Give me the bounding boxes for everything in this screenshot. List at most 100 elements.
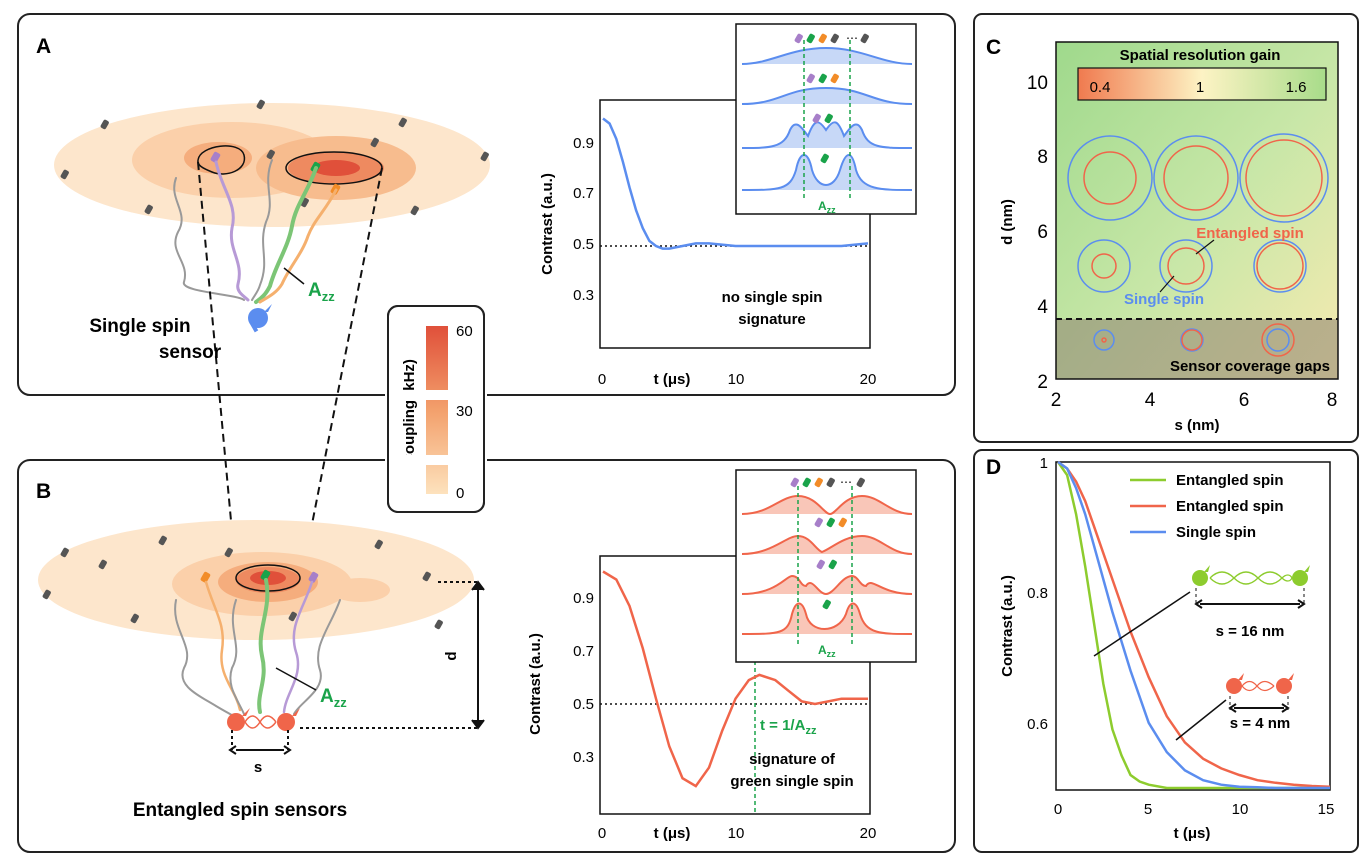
chart-b-ytick-0.9: 0.9 [573,590,594,607]
bath-spins-b [42,535,443,630]
panel-c-letter: C [986,36,1001,59]
chart-b-ytick-0.3: 0.3 [573,749,594,766]
azz-pointer-b [275,667,317,691]
panel-c-xtick-2: 2 [1051,390,1062,411]
label-s4: s = 4 nm [1230,715,1290,732]
colored-spins-b [200,569,319,583]
panel-c-colorbar-tick-1.6: 1.6 [1286,79,1307,96]
entangled-sensors-label: Entangled spin sensors [133,800,347,821]
chart-a-ylabel: Contrast (a.u.) [539,173,556,275]
panel-c-xtick-4: 4 [1145,390,1156,411]
chart-d-xtick-10: 10 [1232,801,1249,818]
chart-a-curve [602,117,869,250]
panel-c-xtick-8: 8 [1327,390,1338,411]
chart-a-xlabel: t (μs) [654,371,691,388]
panel-c-xlabel: s (nm) [1175,417,1220,434]
chart-a-annotation-2: signature [738,311,806,328]
panel-c-label-entangled: Entangled spin [1196,225,1304,242]
chart-d-ylabel: Contrast (a.u.) [999,575,1016,677]
single-pointer [1159,275,1175,293]
chart-b-xlabel: t (μs) [654,825,691,842]
panel-c-ytick-6: 6 [1037,222,1048,243]
chart-b: Contrast (a.u.) 0.9 0.7 0.5 0.3 0 10 20 … [527,555,876,842]
coupling-lines-b [174,578,341,721]
panel-d-letter: D [986,456,1001,479]
chart-d-curve-blue [1057,460,1330,790]
panel-c-xtick-6: 6 [1239,390,1250,411]
chart-a-ytick-0.9: 0.9 [573,135,594,152]
azz-label-a: Azz [308,280,335,304]
chart-b-xtick-0: 0 [598,825,606,842]
panel-c-colorbar-tick-1: 1 [1196,79,1204,96]
panel-a-letter: A [36,35,51,58]
chart-d-ytick-1: 1 [1040,455,1048,472]
target-outline-left [197,145,246,175]
sample-disk-b [38,520,474,640]
chart-b-annotation-2: green single spin [730,773,853,790]
coupling-lines-a [173,159,338,304]
panel-c-label-single: Single spin [1124,291,1204,308]
chart-a-xtick-20: 20 [860,371,877,388]
panel-c-frame [973,13,1359,443]
chart-a-annotation-1: no single spin [722,289,823,306]
chart-b-inset-label: Azz [818,643,836,659]
panel-c-ytick-4: 4 [1037,297,1048,318]
legend-label-blue: Single spin [1176,524,1256,541]
colorbar-frame-cover [387,305,485,513]
panel-c-label-gaps: Sensor coverage gaps [1170,358,1330,375]
chart-d-curve-red [1057,460,1331,788]
panel-c-ytick-8: 8 [1037,147,1048,168]
projection-lines [197,161,383,576]
colorbar-tick-60: 60 [456,323,473,340]
chart-a: Contrast (a.u.) 0.9 0.7 0.5 0.3 0 10 20 … [539,99,877,388]
chart-d-curve-green [1056,461,1330,790]
svg-text:⋯: ⋯ [840,475,852,489]
chart-a-ytick-0.5: 0.5 [573,236,594,253]
entangled-pair-4nm-icon [1226,673,1294,713]
chart-d-xtick-5: 5 [1144,801,1152,818]
panel-c-colorbar [1077,67,1327,101]
legend-label-green: Entangled spin [1176,472,1284,489]
chart-a-inset: ⋯ Azz [735,23,917,215]
azz-label-b: Azz [320,686,347,710]
chart-a-xtick-10: 10 [728,371,745,388]
panel-c-ytick-2: 2 [1037,372,1048,393]
chart-a-ytick-0.3: 0.3 [573,287,594,304]
legend-label-red: Entangled spin [1176,498,1284,515]
single-spin-sensor-icon [248,304,272,333]
chart-a-xtick-0: 0 [598,371,606,388]
colorbar-gradient [426,326,448,494]
panel-d-frame [973,449,1359,853]
chart-b-curve [602,570,868,788]
colorbar-tick-0: 0 [456,485,464,502]
distance-label: d [443,651,460,660]
chart-b-marker-label: t = 1/Azz [760,717,817,737]
label-s16: s = 16 nm [1216,623,1285,640]
chart-d-xtick-15: 15 [1318,801,1335,818]
chart-a-ytick-0.7: 0.7 [573,185,594,202]
panel-c-ytick-10: 10 [1027,73,1048,94]
chart-b-ylabel: Contrast (a.u.) [527,633,544,735]
chart-b-inset: ⋯ Azz [735,469,917,663]
panel-c-ylabel: d (nm) [999,199,1016,245]
chart-b-xtick-10: 10 [728,825,745,842]
panel-c-circles [1067,133,1329,357]
colorbar-tick-30: 30 [456,403,473,420]
azz-pointer-a [283,267,305,285]
pointer-s16 [1093,591,1191,657]
chart-d: Contrast (a.u.) 1 0.8 0.6 0 5 10 15 t (μ… [999,455,1334,842]
chart-b-ytick-0.5: 0.5 [573,696,594,713]
chart-d-xlabel: t (μs) [1174,825,1211,842]
chart-b-annotation-1: signature of [749,751,836,768]
chart-d-xtick-0: 0 [1054,801,1062,818]
chart-d-ytick-0.8: 0.8 [1027,585,1048,602]
separation-label: s [254,759,262,776]
panel-b-letter: B [36,480,51,503]
entangled-sensors-icon [227,708,300,731]
single-spin-sensor-label-2: sensor [159,342,222,363]
panel-c-colorbar-title: Spatial resolution gain [1120,47,1281,64]
distance-marker [300,580,485,730]
bath-spins-a [60,99,489,216]
chart-b-ytick-0.7: 0.7 [573,643,594,660]
